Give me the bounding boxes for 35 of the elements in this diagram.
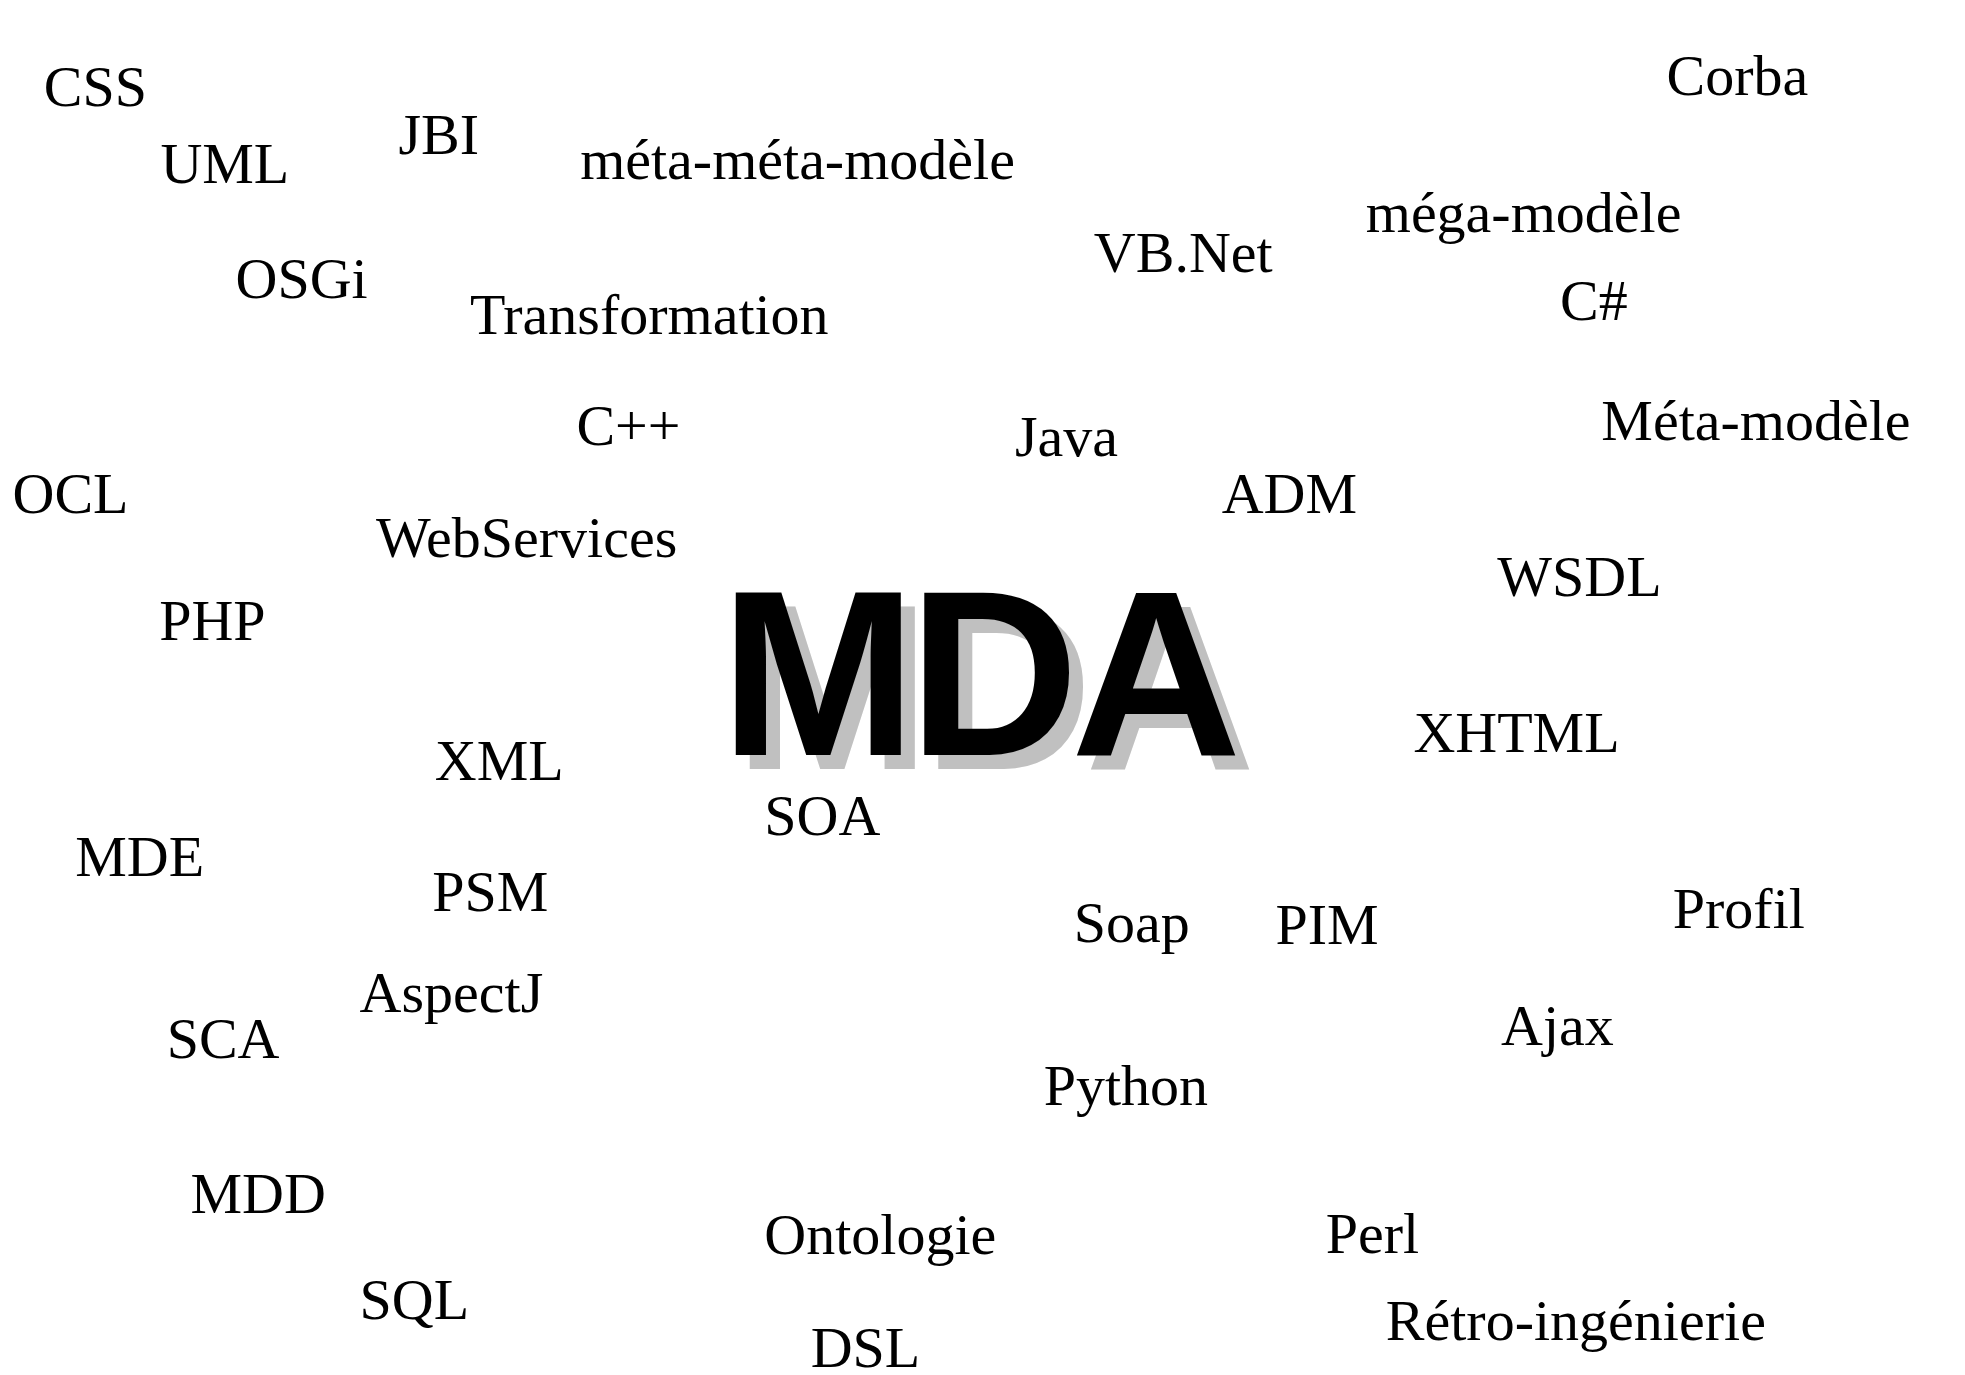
- keyword-text: DSL: [810, 1318, 921, 1375]
- keyword-text: PHP: [159, 592, 266, 650]
- keyword-text: PIM: [1275, 896, 1379, 955]
- keyword-text: C#: [1560, 272, 1628, 331]
- keyword-text: méta-méta-modèle: [580, 130, 1015, 189]
- keyword-text: SQL: [359, 1271, 470, 1330]
- keyword-text: Profil: [1672, 880, 1805, 939]
- keyword-text: SCA: [166, 1010, 280, 1069]
- keyword-text: méga-modèle: [1365, 183, 1682, 242]
- keyword-text: Java: [1014, 407, 1118, 466]
- keyword-text: Ontologie: [764, 1205, 997, 1264]
- keyword-text: VB.Net: [1093, 223, 1273, 282]
- keyword-text: OSGi: [235, 249, 368, 308]
- keyword-text: Soap: [1073, 893, 1190, 952]
- keyword-text: CSS: [43, 58, 148, 117]
- keyword-text: Corba: [1666, 46, 1809, 105]
- keyword-text: Rétro-ingénierie: [1385, 1292, 1766, 1351]
- keyword-text: Python: [1043, 1056, 1209, 1115]
- keyword-text: XML: [434, 732, 564, 791]
- keyword-text: JBI: [398, 105, 480, 164]
- keyword-text: MDD: [190, 1164, 326, 1223]
- keyword-text: XHTML: [1413, 703, 1620, 762]
- keyword-text: AspectJ: [359, 964, 544, 1023]
- keyword-text: PSM: [432, 862, 549, 921]
- keyword-text: Transformation: [469, 286, 829, 345]
- keyword-text: WebServices: [375, 509, 678, 568]
- keyword-text: ADM: [1221, 465, 1357, 524]
- keyword-text: MDE: [75, 827, 205, 886]
- keyword-text: Méta-modèle: [1601, 391, 1911, 450]
- keyword-text: Perl: [1325, 1204, 1420, 1263]
- keyword-text: C++: [576, 396, 681, 455]
- keyword-text: Ajax: [1501, 996, 1614, 1055]
- keyword-text: WSDL: [1497, 548, 1662, 607]
- keyword-text: OCL: [12, 465, 129, 524]
- keyword-text: UML: [160, 134, 290, 193]
